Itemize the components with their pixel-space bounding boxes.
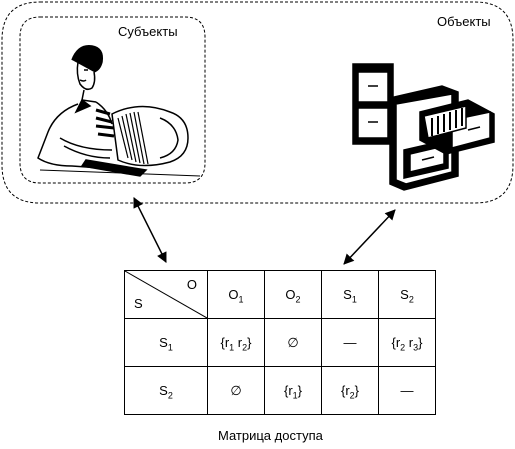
cell-text: } [354, 383, 360, 398]
column-header-o1: O1 [207, 270, 265, 319]
matrix-cell: — [378, 366, 436, 415]
column-header-base: O [285, 287, 296, 302]
person-at-computer-icon [37, 45, 201, 177]
matrix-corner-cell: O S [124, 270, 208, 319]
cell-text: ∅ [230, 382, 242, 398]
row-header-s2: S2 [124, 366, 208, 415]
matrix-cell: {r2} [321, 366, 379, 415]
matrix-cell: {r2 r3} [378, 318, 436, 367]
cell-text: } [247, 335, 252, 350]
matrix-caption: Матрица доступа [218, 428, 323, 443]
cell-sub: 1 [292, 390, 298, 401]
cell-text: — [343, 335, 357, 350]
column-header-base: S [400, 287, 409, 302]
corner-subject-label: S [134, 296, 143, 311]
cell-text: } [418, 335, 423, 350]
cell-text: {r [391, 335, 401, 350]
subjects-matrix-arrow [133, 197, 167, 263]
cell-text: {r [220, 335, 230, 350]
corner-diagonal [125, 271, 207, 318]
matrix-row-s2: S2 ∅ {r1} {r2} — [124, 366, 436, 415]
row-header-sub: 1 [167, 342, 173, 353]
matrix-cell: {r1 r2} [207, 318, 265, 367]
column-header-s2: S2 [378, 270, 436, 319]
row-header-sub: 2 [167, 390, 173, 401]
row-header-base: S [159, 383, 168, 398]
filing-cabinet-icon [352, 63, 495, 191]
matrix-row-s1: S1 {r1 r2} ∅ — {r2 r3} [124, 318, 436, 367]
column-header-base: O [228, 287, 239, 302]
matrix-cell: — [321, 318, 379, 367]
matrix-cell: {r1} [264, 366, 322, 415]
cell-sub: 2 [400, 342, 406, 353]
matrix-header-row: O S O1 O2 S1 S2 [124, 270, 436, 319]
cell-text: r [234, 335, 243, 350]
column-header-sub: 1 [238, 294, 244, 305]
column-header-s1: S1 [321, 270, 379, 319]
cell-text: } [297, 383, 303, 398]
matrix-cell: ∅ [207, 366, 265, 415]
column-header-o2: O2 [264, 270, 322, 319]
cell-text: {r [340, 383, 350, 398]
cell-sub: 3 [413, 342, 419, 353]
cell-sub: 2 [242, 342, 248, 353]
corner-object-label: O [186, 277, 197, 292]
cell-sub: 1 [229, 342, 235, 353]
access-matrix-table: O S O1 O2 S1 S2 S1 {r1 r2} ∅ — {r2 r3} S… [124, 270, 436, 415]
cell-text: r [405, 335, 414, 350]
cell-text: ∅ [287, 334, 299, 350]
subjects-dashed-region [19, 16, 206, 184]
row-header-s1: S1 [124, 318, 208, 367]
objects-label: Объекты [437, 14, 491, 29]
cell-text: {r [283, 383, 293, 398]
subjects-label: Субъекты [118, 24, 178, 39]
column-header-sub: 1 [351, 294, 357, 305]
objects-matrix-arrow [343, 209, 396, 265]
cell-sub: 2 [349, 390, 355, 401]
column-header-sub: 2 [295, 294, 301, 305]
column-header-base: S [343, 287, 352, 302]
cell-text: — [400, 383, 414, 398]
row-header-base: S [159, 335, 168, 350]
matrix-cell: ∅ [264, 318, 322, 367]
column-header-sub: 2 [408, 294, 414, 305]
